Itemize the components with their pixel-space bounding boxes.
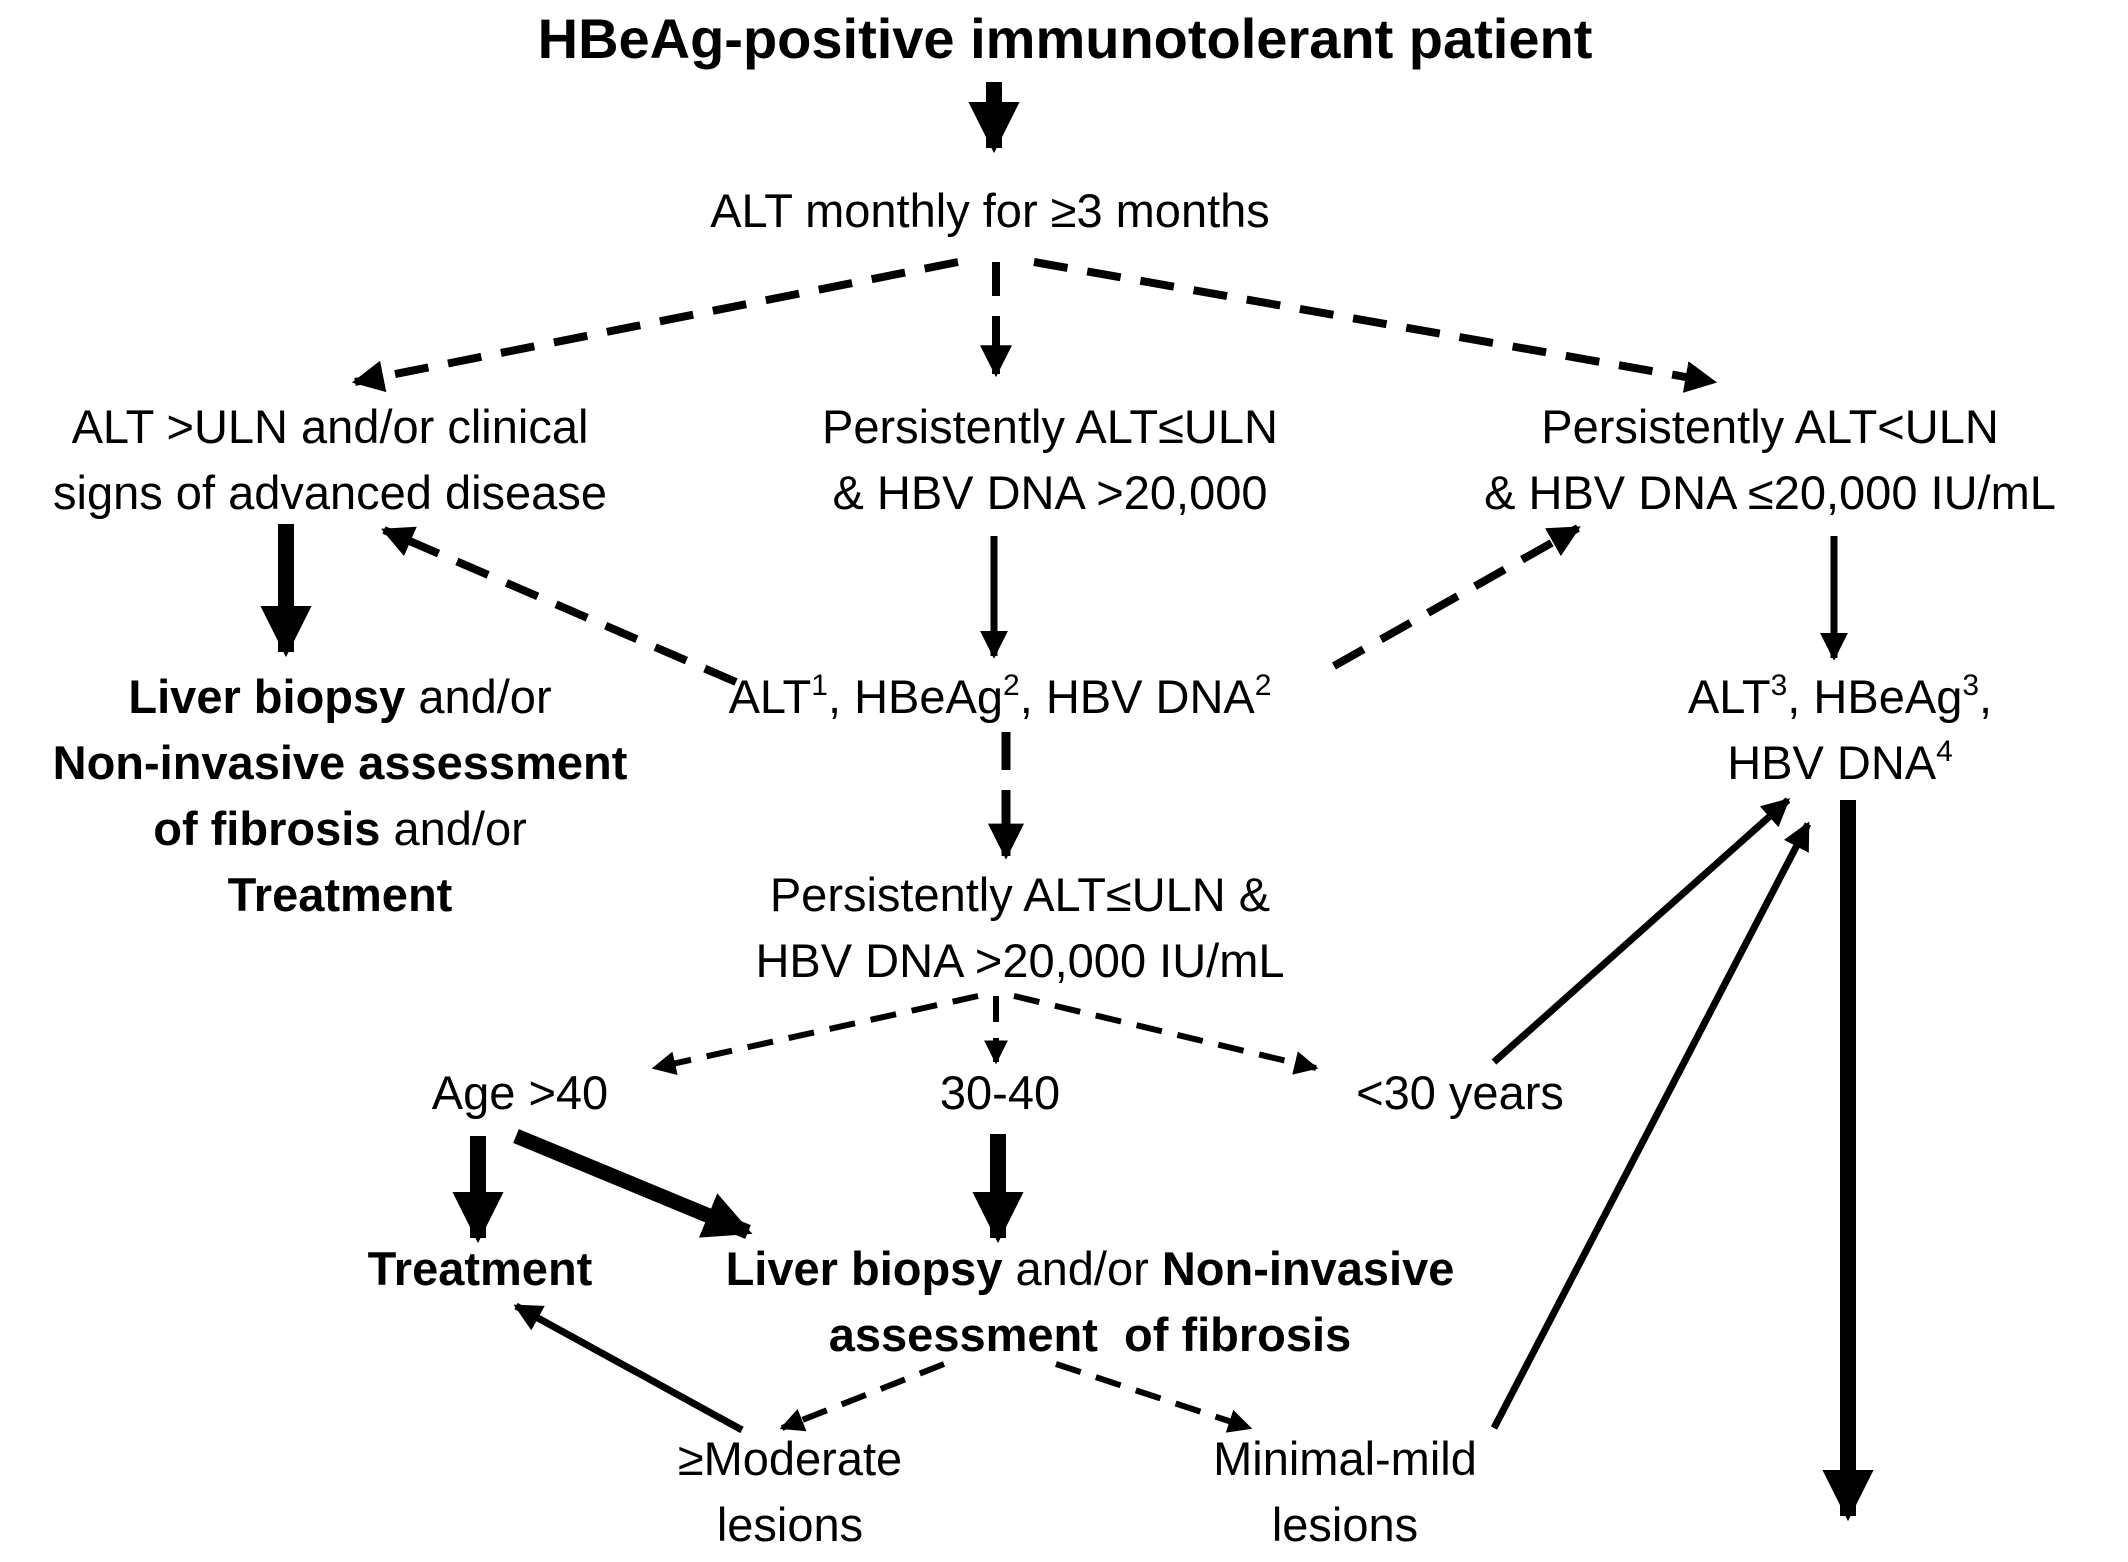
arrow-biopsy-to-moderate (779, 1361, 946, 1432)
moderate-lesions-line1: ≥Moderate (677, 1432, 903, 1485)
arrow-alt-monthly-to-left (351, 258, 959, 393)
biopsy-action-and-or: and/or (1002, 1242, 1162, 1295)
biopsy-action-line1: Liver biopsy and/or Non-invasive (640, 1236, 1540, 1302)
biopsy-action-of-fibrosis: of fibrosis (1124, 1308, 1352, 1361)
mid-branch-line1: Persistently ALT≤ULN (822, 400, 1278, 453)
alt-monthly-label: ALT monthly for ≥3 months (710, 184, 1270, 237)
left-branch-line1: ALT >ULN and/or clinical (71, 400, 589, 453)
arrow-monitor-to-right-branch (1332, 524, 1581, 670)
left-action-line3: of fibrosis and/or (0, 796, 680, 862)
age-30-40-node: 30-40 (939, 1066, 1061, 1119)
arrow-age-over40-to-biopsy (513, 1129, 753, 1239)
biopsy-action-node: Liver biopsy and/or Non-invasive assessm… (640, 1236, 1540, 1368)
left-action-line1: Liver biopsy and/or (0, 664, 680, 730)
arrow-under30-to-right-monitor (1491, 797, 1791, 1065)
minimal-lesions-line2: lesions (1271, 1498, 1419, 1551)
mid-monitor-alt: ALT (728, 670, 812, 723)
left-action-of-fibrosis: of fibrosis (153, 802, 381, 855)
right-branch-line2: & HBV DNA ≤20,000 IU/mL (1484, 466, 2056, 519)
alt-monthly-node: ALT monthly for ≥3 months (700, 178, 1280, 244)
treatment-node: Treatment (367, 1242, 593, 1295)
arrow-alt-monthly-to-right (1033, 258, 1718, 393)
moderate-lesions-line2: lesions (716, 1498, 864, 1551)
biopsy-action-assessment: assessment (828, 1308, 1098, 1361)
mid-monitor-node: ALT1, HBeAg2, HBV DNA2 (700, 664, 1300, 730)
biopsy-action-liver-biopsy: Liver biopsy (725, 1242, 1003, 1295)
minimal-lesions-line1: Minimal-mild (1213, 1432, 1477, 1485)
mid-monitor-alt-note: 1 (811, 669, 828, 702)
arrow-moderate-to-treatment (513, 1302, 744, 1434)
left-action-node: Liver biopsy and/or Non-invasive assessm… (0, 664, 680, 928)
right-monitor-alt: ALT (1687, 670, 1771, 723)
right-monitor-line2: HBV DNA4 (1620, 730, 2060, 796)
mid-persist-node: Persistently ALT≤ULN & HBV DNA >20,000 I… (700, 862, 1340, 994)
moderate-lesions-node: ≥Moderate lesions (620, 1426, 960, 1558)
biopsy-action-non-invasive: Non-invasive (1161, 1242, 1455, 1295)
right-monitor-alt-note: 3 (1770, 669, 1788, 702)
arrow-persist-to-age-over40 (651, 993, 979, 1076)
left-action-non-invasive: Non-invasive assessment (52, 736, 628, 789)
left-branch-line2: signs of advanced disease (53, 466, 607, 519)
mid-monitor-hbeag: , HBeAg (827, 670, 1004, 723)
arrow-biopsy-to-minimal (1055, 1361, 1253, 1433)
right-branch-node: Persistently ALT<ULN & HBV DNA ≤20,000 I… (1430, 394, 2110, 526)
age-over40-node: Age >40 (431, 1066, 609, 1119)
minimal-lesions-node: Minimal-mild lesions (1160, 1426, 1530, 1558)
biopsy-action-line2: assessment of fibrosis (640, 1302, 1540, 1368)
left-action-liver-biopsy: Liver biopsy (128, 670, 406, 723)
age-under30-node: <30 years (1356, 1066, 1564, 1119)
right-monitor-hbvdna-note: 4 (1936, 735, 1953, 768)
right-monitor-hbeag-note: 3 (1962, 669, 1980, 702)
right-monitor-hbeag: , HBeAg (1787, 670, 1963, 723)
mid-branch-node: Persistently ALT≤ULN & HBV DNA >20,000 (740, 394, 1360, 526)
page-title: HBeAg-positive immunotolerant patient (537, 7, 1593, 70)
left-action-and-or-2: and/or (380, 802, 527, 855)
right-monitor-node: ALT3, HBeAg3, HBV DNA4 (1620, 664, 2060, 796)
right-branch-line1: Persistently ALT<ULN (1541, 400, 1999, 453)
left-branch-node: ALT >ULN and/or clinical signs of advanc… (0, 394, 660, 526)
left-action-and-or-1: and/or (405, 670, 552, 723)
mid-branch-line2: & HBV DNA >20,000 (832, 466, 1268, 519)
right-monitor-line1: ALT3, HBeAg3, (1620, 664, 2060, 730)
right-monitor-comma: , (1979, 670, 1993, 723)
mid-monitor-hbeag-note: 2 (1003, 669, 1020, 702)
right-monitor-hbvdna: HBV DNA (1727, 736, 1937, 789)
arrow-minimal-to-right-monitor (1490, 821, 1812, 1430)
mid-persist-line1: Persistently ALT≤ULN & (769, 868, 1271, 921)
left-action-treatment: Treatment (227, 868, 453, 921)
arrow-persist-to-age-under30 (1013, 993, 1319, 1075)
mid-persist-line2: HBV DNA >20,000 IU/mL (755, 934, 1285, 987)
mid-monitor-hbvdna: , HBV DNA (1019, 670, 1255, 723)
arrow-monitor-to-left-branch (381, 526, 738, 686)
mid-monitor-hbvdna-note: 2 (1254, 669, 1272, 702)
